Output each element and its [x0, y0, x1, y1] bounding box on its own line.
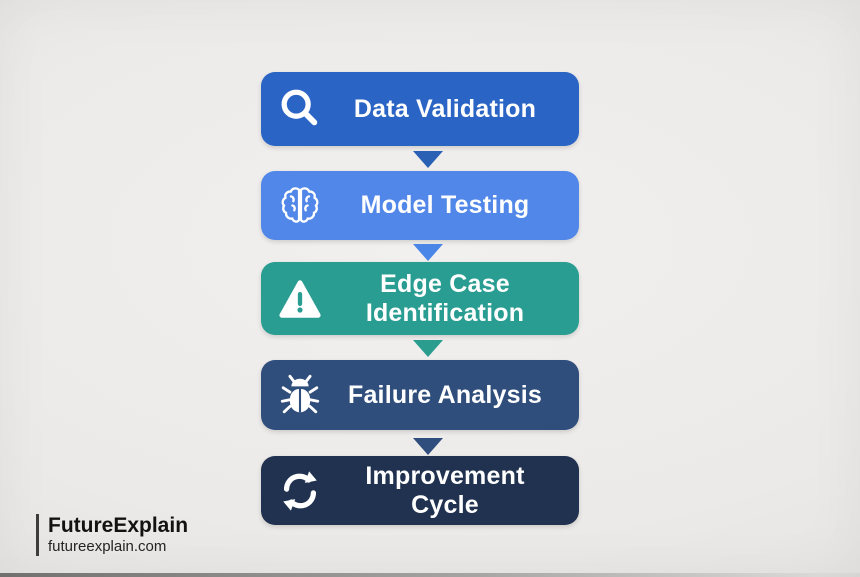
brand-url: futureexplain.com: [48, 538, 167, 556]
arrow-down-icon: [413, 438, 443, 455]
arrow-down-icon: [413, 244, 443, 261]
watermark: FutureExplain futureexplain.com: [36, 514, 188, 557]
step-label: Edge Case Identification: [365, 269, 525, 327]
arrow-down-icon: [413, 340, 443, 357]
step-failure-analysis: Failure Analysis: [261, 360, 579, 430]
step-improvement-cycle: Improvement Cycle: [261, 456, 579, 525]
step-label: Model Testing: [360, 191, 530, 220]
brand-name: FutureExplain: [48, 514, 189, 537]
step-label: Failure Analysis: [347, 380, 543, 409]
step-edge-case-identification: Edge Case Identification: [261, 262, 579, 335]
brain-icon: [277, 183, 323, 229]
photo-bottom-edge: [0, 573, 860, 577]
watermark-divider: [36, 514, 39, 557]
warning-icon: [277, 276, 323, 322]
watermark-text: FutureExplain futureexplain.com: [48, 514, 188, 556]
arrow-down-icon: [413, 151, 443, 168]
step-model-testing: Model Testing: [261, 171, 579, 240]
step-label: Improvement Cycle: [365, 461, 525, 519]
step-data-validation: Data Validation: [261, 72, 579, 146]
magnifier-icon: [277, 86, 323, 132]
refresh-icon: [277, 468, 323, 514]
bug-icon: [277, 372, 323, 418]
step-label: Data Validation: [353, 94, 537, 123]
